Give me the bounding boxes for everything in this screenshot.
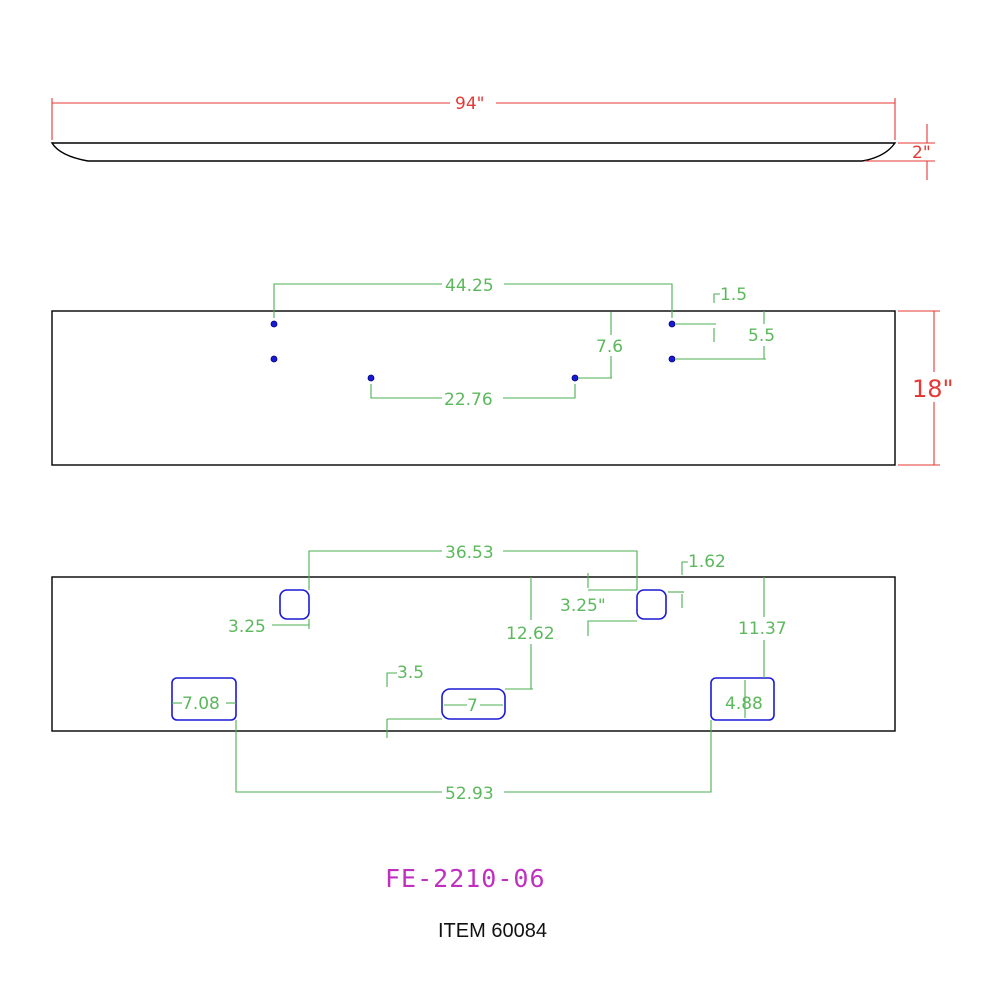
upper-right-cutout	[636, 589, 667, 620]
height-label: 18"	[912, 375, 954, 403]
top-view: 94" 2"	[50, 94, 935, 180]
lower-left-cutout	[171, 677, 237, 721]
center-slot-label: 3.5	[397, 663, 424, 683]
inner-hole-spacing-dim	[370, 384, 442, 399]
left-cutout-size-label: 3.25	[228, 617, 266, 637]
bumper-top-outline	[50, 142, 897, 162]
outer-hole-spacing-dim-right	[504, 283, 673, 318]
inner-hole-spacing-dim-right	[503, 384, 576, 399]
right-cutout-edge-dim	[681, 561, 688, 575]
front-view: 44.25 22.76 7.6 1.5 5.5 18"	[51, 276, 954, 466]
lower-center-cutout	[441, 688, 506, 720]
left-cutout-width-label: 7.08	[182, 694, 220, 714]
lower-cutout-spacing-dim-right	[504, 720, 712, 793]
rear-face-outline	[51, 576, 896, 732]
upper-cutout-spacing-label: 36.53	[445, 543, 494, 563]
lower-cutout-spacing-dim	[235, 720, 442, 793]
upper-cutout-spacing-dim	[308, 550, 442, 590]
lower-right-cutout	[710, 677, 775, 721]
rear-view: 36.53 3.25 3.25" 1.62 12.62 11.37 3.5 7.	[51, 543, 896, 804]
right-cutout-edge-label: 1.62	[688, 552, 726, 572]
front-face-outline	[51, 310, 896, 466]
mounting-hole	[668, 320, 676, 328]
edge-offset-label: 1.5	[720, 285, 747, 305]
center-slot-dim	[386, 672, 397, 687]
edge-offset-dim	[713, 293, 720, 303]
right-cutout-size-bottom	[587, 620, 637, 636]
right-cutout-width-label: 4.88	[725, 694, 763, 714]
outer-hole-spacing-label: 44.25	[445, 276, 494, 296]
inner-hole-spacing-label: 22.76	[444, 390, 493, 410]
right-cutout-size-label: 3.25"	[560, 596, 606, 616]
length-label: 94"	[455, 94, 484, 114]
item-number: ITEM 60084	[438, 920, 547, 942]
center-cutout-width-label: 7	[467, 696, 478, 716]
mounting-hole	[270, 355, 278, 363]
mounting-hole	[270, 320, 278, 328]
outer-hole-spacing-dim	[273, 283, 442, 318]
depth-label: 2"	[912, 143, 931, 163]
center-cutout-height-label: 12.62	[506, 624, 555, 644]
right-cutout-height-label: 11.37	[738, 619, 787, 639]
lower-cutout-spacing-label: 52.93	[445, 784, 494, 804]
upper-left-cutout	[279, 589, 310, 620]
mounting-hole	[668, 355, 676, 363]
vertical-spacing-label: 5.5	[748, 326, 775, 346]
inner-hole-offset-label: 7.6	[596, 337, 623, 357]
upper-cutout-spacing-dim-right	[503, 550, 638, 590]
mounting-hole	[571, 374, 579, 382]
mounting-hole	[367, 374, 375, 382]
part-number: FE-2210-06	[385, 864, 546, 893]
